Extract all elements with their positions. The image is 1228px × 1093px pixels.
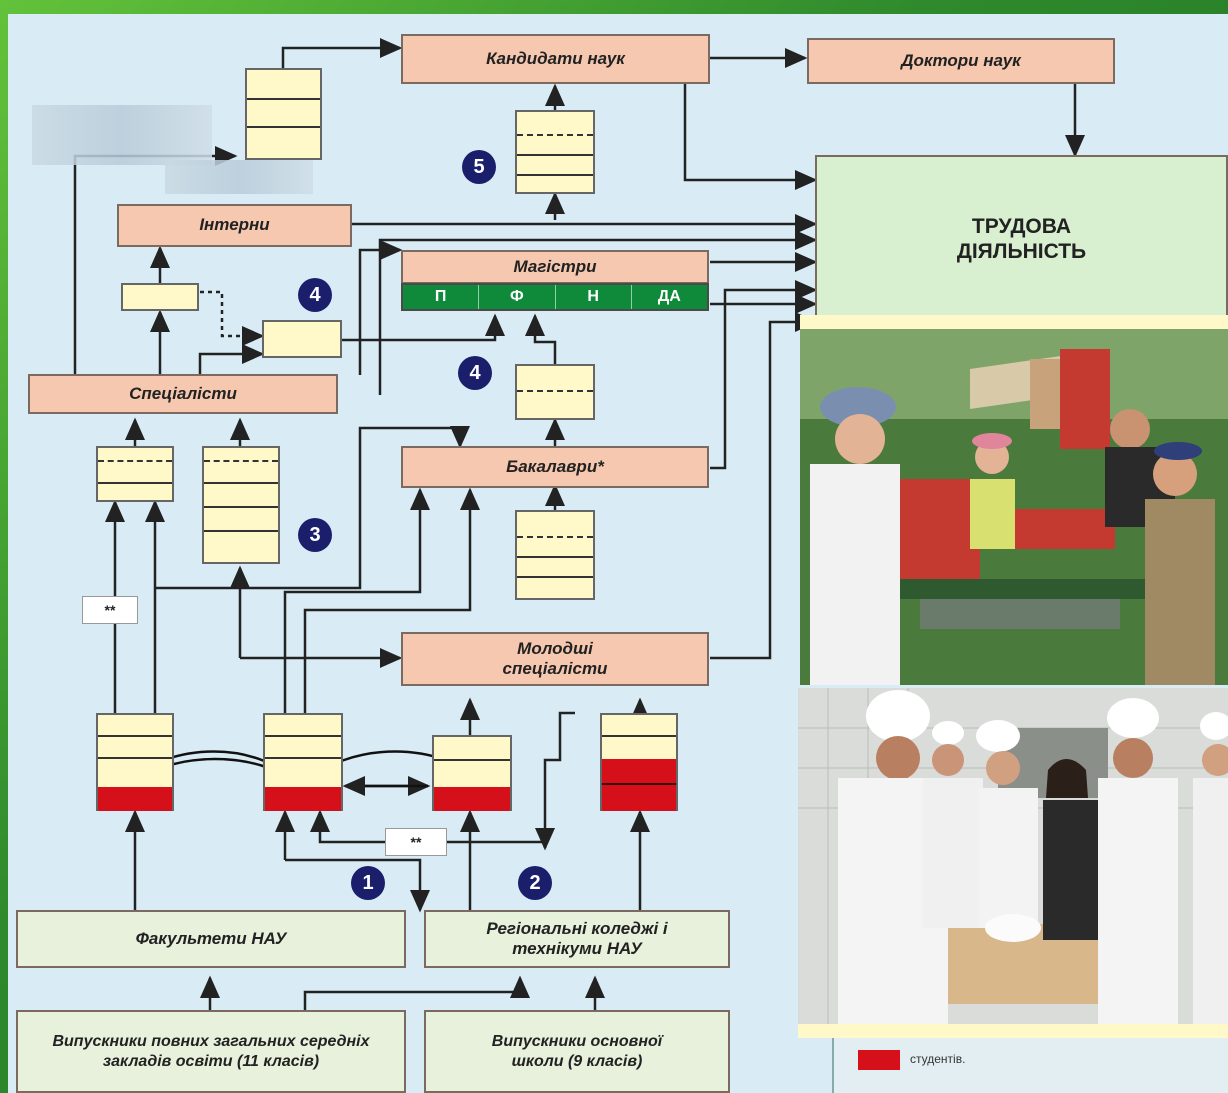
colleges-label: Регіональні коледжі і технікуми НАУ (486, 918, 668, 958)
grads9-label: Випускники основної школи (9 класів) (491, 1033, 663, 1070)
photo-students-crates (800, 315, 1228, 685)
stack-bachelors (515, 510, 595, 600)
specialists-box: Спеціалісти (28, 374, 338, 414)
junior-specialists-box: Молодші спеціалісти (401, 632, 709, 686)
marker-5: 5 (462, 150, 496, 184)
track-p: П (434, 288, 447, 305)
doctors-box: Доктори наук (807, 38, 1115, 84)
stack-faculty-2 (263, 713, 343, 811)
legend: студентів. (832, 1038, 1228, 1093)
marker-4a: 4 (298, 278, 332, 312)
colleges-box: Регіональні коледжі і технікуми НАУ (424, 910, 730, 968)
candidates-box: Кандидати наук (401, 34, 710, 84)
track-da: ДА (630, 285, 707, 309)
blurred-logo (32, 105, 212, 165)
legend-red-swatch (858, 1050, 900, 1070)
note-double-star-1: ** (82, 596, 138, 624)
marker-4b: 4 (458, 356, 492, 390)
track-f: Ф (478, 285, 554, 309)
stack-college-2 (600, 713, 678, 811)
marker-1: 1 (351, 866, 385, 900)
marker-2: 2 (518, 866, 552, 900)
photo-crates-image (800, 329, 1228, 685)
junior-label: Молодші спеціалісти (502, 638, 608, 678)
stack-specialists-a (96, 446, 174, 502)
legend-text: студентів. (910, 1052, 966, 1066)
grads11-box: Випускники повних загальних середніх зак… (16, 1010, 406, 1093)
masters-tracks: П Ф Н ДА (401, 283, 709, 311)
note-double-star-2: ** (385, 828, 447, 856)
labor-box: ТРУДОВА ДІЯЛЬНІСТЬ (815, 155, 1228, 323)
track-n: Н (554, 285, 631, 309)
stack-postgrad (245, 68, 322, 160)
grads11-label: Випускники повних загальних середніх зак… (52, 1033, 370, 1070)
photo-vet-image (798, 688, 1228, 1024)
masters-box: Магістри (401, 250, 709, 284)
stack-faculty-1 (96, 713, 174, 811)
stack-interns (121, 283, 199, 311)
marker-3: 3 (298, 518, 332, 552)
stack-masters (515, 364, 595, 420)
bachelors-box: Бакалаври* (401, 446, 709, 488)
stack-specialists-b (202, 446, 280, 564)
grads9-box: Випускники основної школи (9 класів) (424, 1010, 730, 1093)
stack-phd (515, 110, 595, 194)
stack-masters-entry (262, 320, 342, 358)
labor-label: ТРУДОВА ДІЯЛЬНІСТЬ (956, 214, 1087, 263)
stack-college-1 (432, 735, 512, 811)
blurred-logo-2 (165, 160, 313, 194)
interns-box: Інтерни (117, 204, 352, 247)
faculties-box: Факультети НАУ (16, 910, 406, 968)
photo-veterinary-students (798, 688, 1228, 1038)
